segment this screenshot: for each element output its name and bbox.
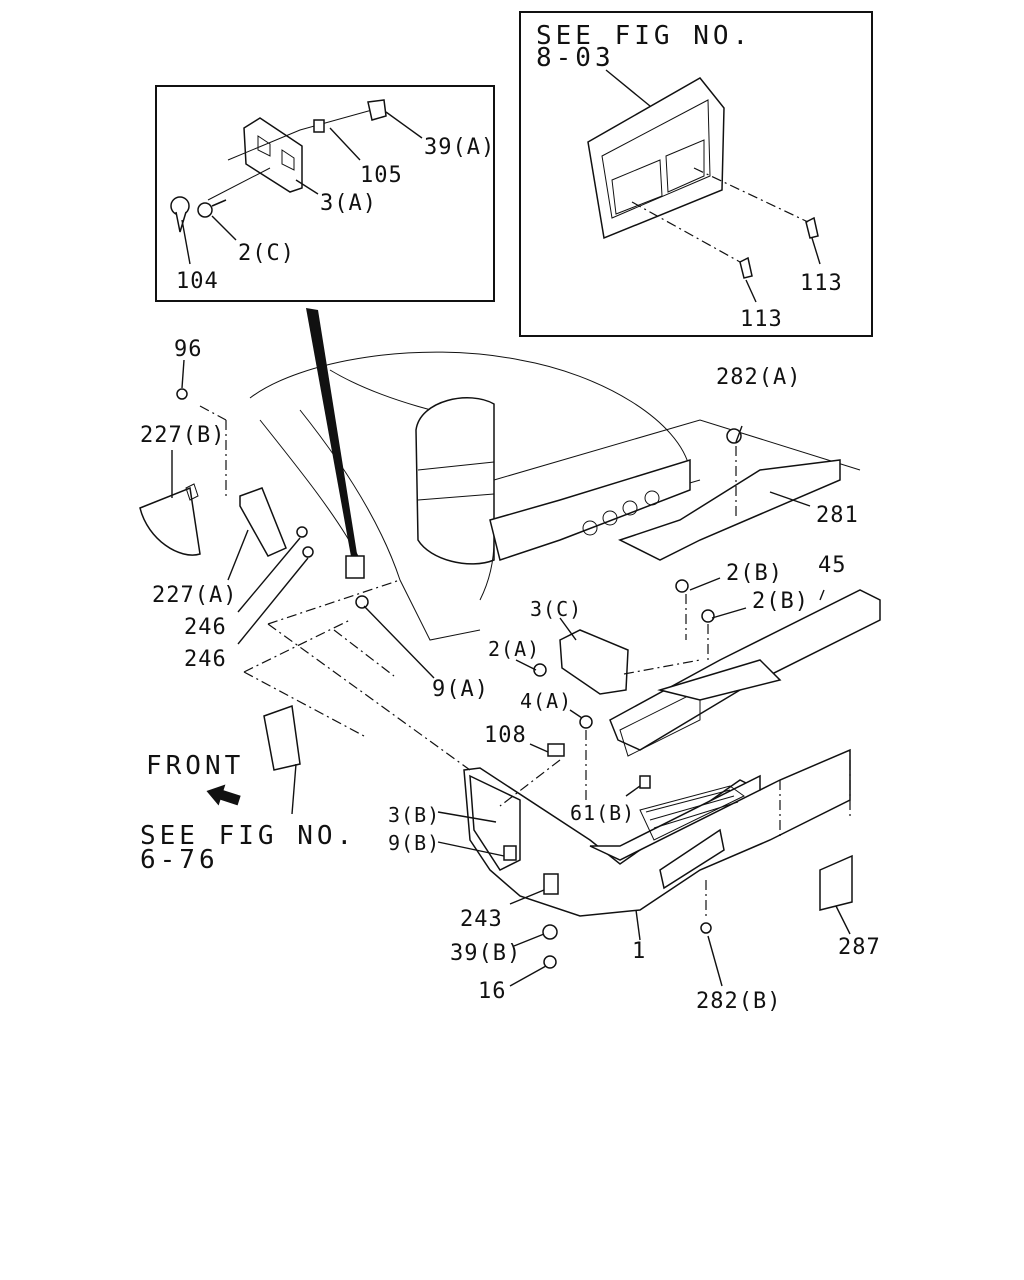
callout-282a: 282(A) — [716, 365, 801, 390]
callout-246-upper: 246 — [184, 615, 227, 640]
cab-body — [249, 308, 861, 641]
mud-guard — [139, 483, 287, 557]
callout-9a: 9(A) — [432, 677, 489, 702]
fig-number-top: 8-03 — [536, 43, 615, 73]
callout-61b: 61(B) — [570, 801, 635, 825]
callout-39b: 39(B) — [450, 941, 521, 966]
frame-rail — [489, 458, 841, 561]
callout-2b-upper: 2(B) — [726, 561, 783, 586]
callout-45: 45 — [818, 553, 847, 578]
callout-227a: 227(A) — [152, 583, 237, 608]
callout-39a: 39(A) — [424, 135, 495, 160]
callout-16: 16 — [478, 979, 507, 1004]
front-label: FRONT — [146, 751, 244, 781]
callout-105: 105 — [360, 163, 403, 188]
see-fig-label-left: SEE FIG NO. — [140, 821, 356, 851]
inset-right-ref: SEE FIG NO. 8-03 — [536, 21, 752, 73]
callout-282b: 282(B) — [696, 989, 781, 1014]
dash-leaders — [199, 405, 851, 920]
inset-bracket-drawing — [170, 99, 387, 233]
inset-grille-drawing — [587, 77, 819, 279]
callout-2a: 2(A) — [488, 637, 540, 661]
callout-1: 1 — [632, 939, 646, 964]
callout-113-right: 113 — [800, 271, 843, 296]
callout-2c: 2(C) — [238, 241, 295, 266]
callout-3b: 3(B) — [388, 803, 440, 827]
callout-9b: 9(B) — [388, 831, 440, 855]
label-287 — [819, 854, 853, 911]
ref-sheet-6-76 — [263, 704, 301, 771]
callout-227b: 227(B) — [140, 423, 225, 448]
callout-4a: 4(A) — [520, 689, 572, 713]
bracket-3c — [559, 629, 629, 695]
bumper-bracket — [609, 589, 881, 757]
left-ref: SEE FIG NO. 6-76 — [140, 821, 356, 875]
front-bumper — [463, 748, 851, 917]
callout-287: 287 — [838, 935, 881, 960]
callout-3c: 3(C) — [530, 597, 582, 621]
callout-108: 108 — [484, 723, 527, 748]
inset-frame-right — [519, 11, 873, 337]
see-fig-label-top: SEE FIG NO. — [536, 21, 752, 51]
callout-104: 104 — [176, 269, 219, 294]
callout-113-left: 113 — [740, 307, 783, 332]
fig-number-left: 6-76 — [140, 845, 219, 875]
front-arrow-icon — [206, 784, 241, 806]
callout-243: 243 — [460, 907, 503, 932]
callout-3a: 3(A) — [320, 191, 377, 216]
fasteners — [176, 388, 742, 969]
callout-246-lower: 246 — [184, 647, 227, 672]
callout-96: 96 — [174, 337, 203, 362]
callout-2b-lower: 2(B) — [752, 589, 809, 614]
callout-leaders — [171, 359, 851, 987]
inset-frame-left — [155, 85, 495, 302]
callout-281: 281 — [816, 503, 859, 528]
a-pillar-seal — [306, 308, 358, 562]
